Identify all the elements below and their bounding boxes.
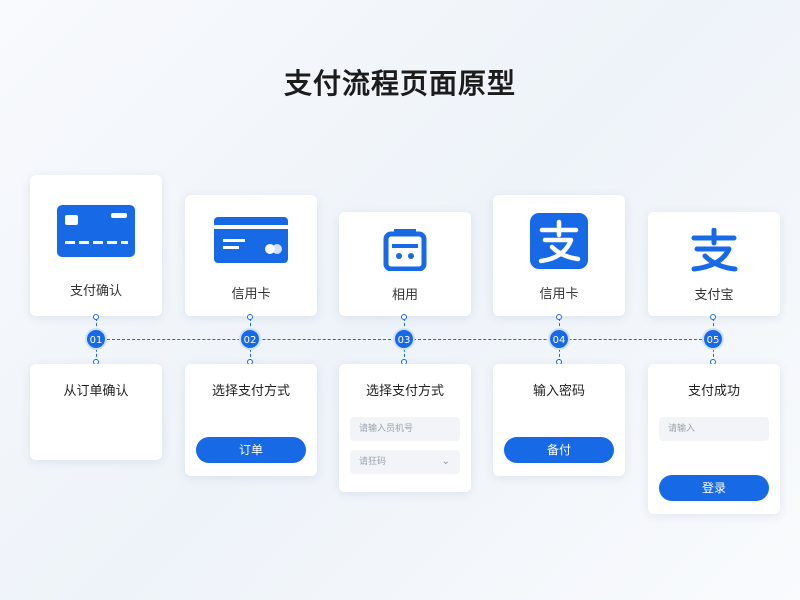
- step-node-02: 02: [239, 328, 261, 350]
- chevron-down-icon: ⌄: [441, 456, 450, 467]
- icon-card-camera: 相用: [339, 212, 471, 316]
- icon-card-label: 相用: [391, 288, 418, 303]
- connector-dot: [556, 314, 562, 320]
- icon-card-alipay: 支付宝: [648, 212, 780, 316]
- connector-dot: [93, 314, 99, 320]
- icon-card-label: 支付宝: [694, 288, 734, 303]
- camera-icon: [339, 227, 471, 271]
- page-title: 支付流程页面原型: [283, 67, 516, 100]
- step-card-01: 从订单确认: [30, 364, 162, 460]
- step-card-04: 输入密码 备付: [493, 364, 625, 476]
- login-button[interactable]: 登录: [659, 475, 769, 501]
- step-node-01: 01: [85, 328, 107, 350]
- icon-card-label: 信用卡: [231, 287, 271, 302]
- code-select-placeholder: 请狂码: [359, 457, 387, 467]
- step-node-04: 04: [548, 328, 570, 350]
- step-heading: 支付成功: [687, 384, 740, 399]
- step-card-05: 支付成功 请输入 登录: [648, 364, 780, 514]
- step-node-05: 05: [702, 328, 724, 350]
- phone-input-placeholder: 请输入员机号: [359, 424, 414, 434]
- icon-card-label: 信用卡: [539, 287, 579, 302]
- connector-dot: [247, 314, 253, 320]
- alipay-logo-icon: [648, 228, 780, 272]
- icon-card-payment-confirm: 支付确认: [30, 175, 162, 316]
- credit-card-icon: [30, 205, 162, 257]
- step-card-02: 选择支付方式 订单: [185, 364, 317, 476]
- step-heading: 选择支付方式: [211, 384, 290, 399]
- text-input-placeholder: 请输入: [668, 424, 696, 434]
- step-node-03: 03: [393, 328, 415, 350]
- icon-card-label: 支付确认: [69, 284, 122, 299]
- step-heading: 选择支付方式: [365, 384, 444, 399]
- code-select[interactable]: 请狂码 ⌄: [350, 450, 460, 474]
- text-input[interactable]: 请输入: [659, 417, 769, 441]
- step-heading: 从订单确认: [63, 384, 129, 399]
- pay-button[interactable]: 备付: [504, 437, 614, 463]
- phone-input[interactable]: 请输入员机号: [350, 417, 460, 441]
- bank-card-icon: [185, 217, 317, 263]
- alipay-app-icon: [493, 213, 625, 269]
- step-heading: 输入密码: [532, 384, 585, 399]
- order-button[interactable]: 订单: [196, 437, 306, 463]
- connector-dot: [710, 314, 716, 320]
- icon-card-credit-card: 信用卡: [185, 195, 317, 316]
- step-card-03: 选择支付方式 请输入员机号 请狂码 ⌄: [339, 364, 471, 492]
- icon-card-alipay-app: 信用卡: [493, 195, 625, 316]
- connector-dot: [401, 314, 407, 320]
